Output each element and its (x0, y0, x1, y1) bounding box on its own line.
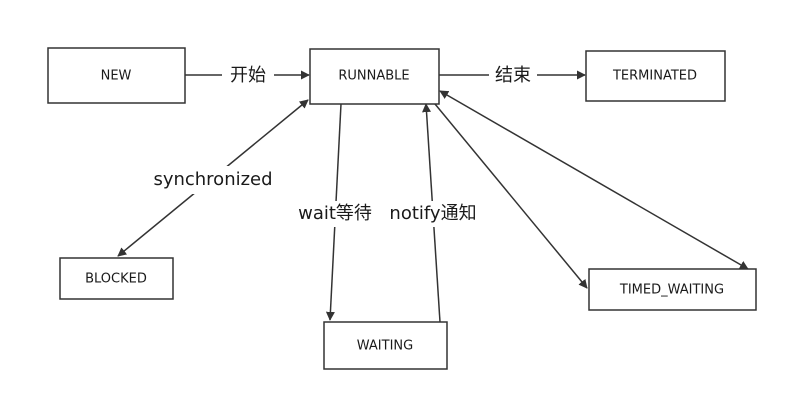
state-new-label: NEW (101, 69, 132, 84)
state-waiting-label: WAITING (357, 339, 413, 354)
edge-runnable-timed-waiting-bidirectional (439, 90, 749, 270)
edge-labels: 开始 结束 synchronized wait等待 notify通知 (148, 63, 537, 227)
label-notify: notify通知 (389, 203, 476, 224)
state-timed-waiting-label: TIMED_WAITING (619, 283, 724, 298)
state-new: NEW (47, 47, 186, 104)
label-wait: wait等待 (298, 203, 372, 224)
state-terminated: TERMINATED (585, 50, 726, 102)
state-timed-waiting: TIMED_WAITING (588, 268, 757, 311)
state-terminated-label: TERMINATED (612, 69, 697, 84)
state-runnable-label: RUNNABLE (338, 69, 409, 84)
state-runnable: RUNNABLE (309, 48, 440, 105)
state-blocked-label: BLOCKED (85, 272, 147, 287)
state-blocked: BLOCKED (59, 257, 174, 300)
label-synchronized: synchronized (153, 169, 272, 190)
label-start: 开始 (230, 65, 266, 86)
state-waiting: WAITING (323, 321, 448, 370)
label-end: 结束 (495, 65, 531, 86)
